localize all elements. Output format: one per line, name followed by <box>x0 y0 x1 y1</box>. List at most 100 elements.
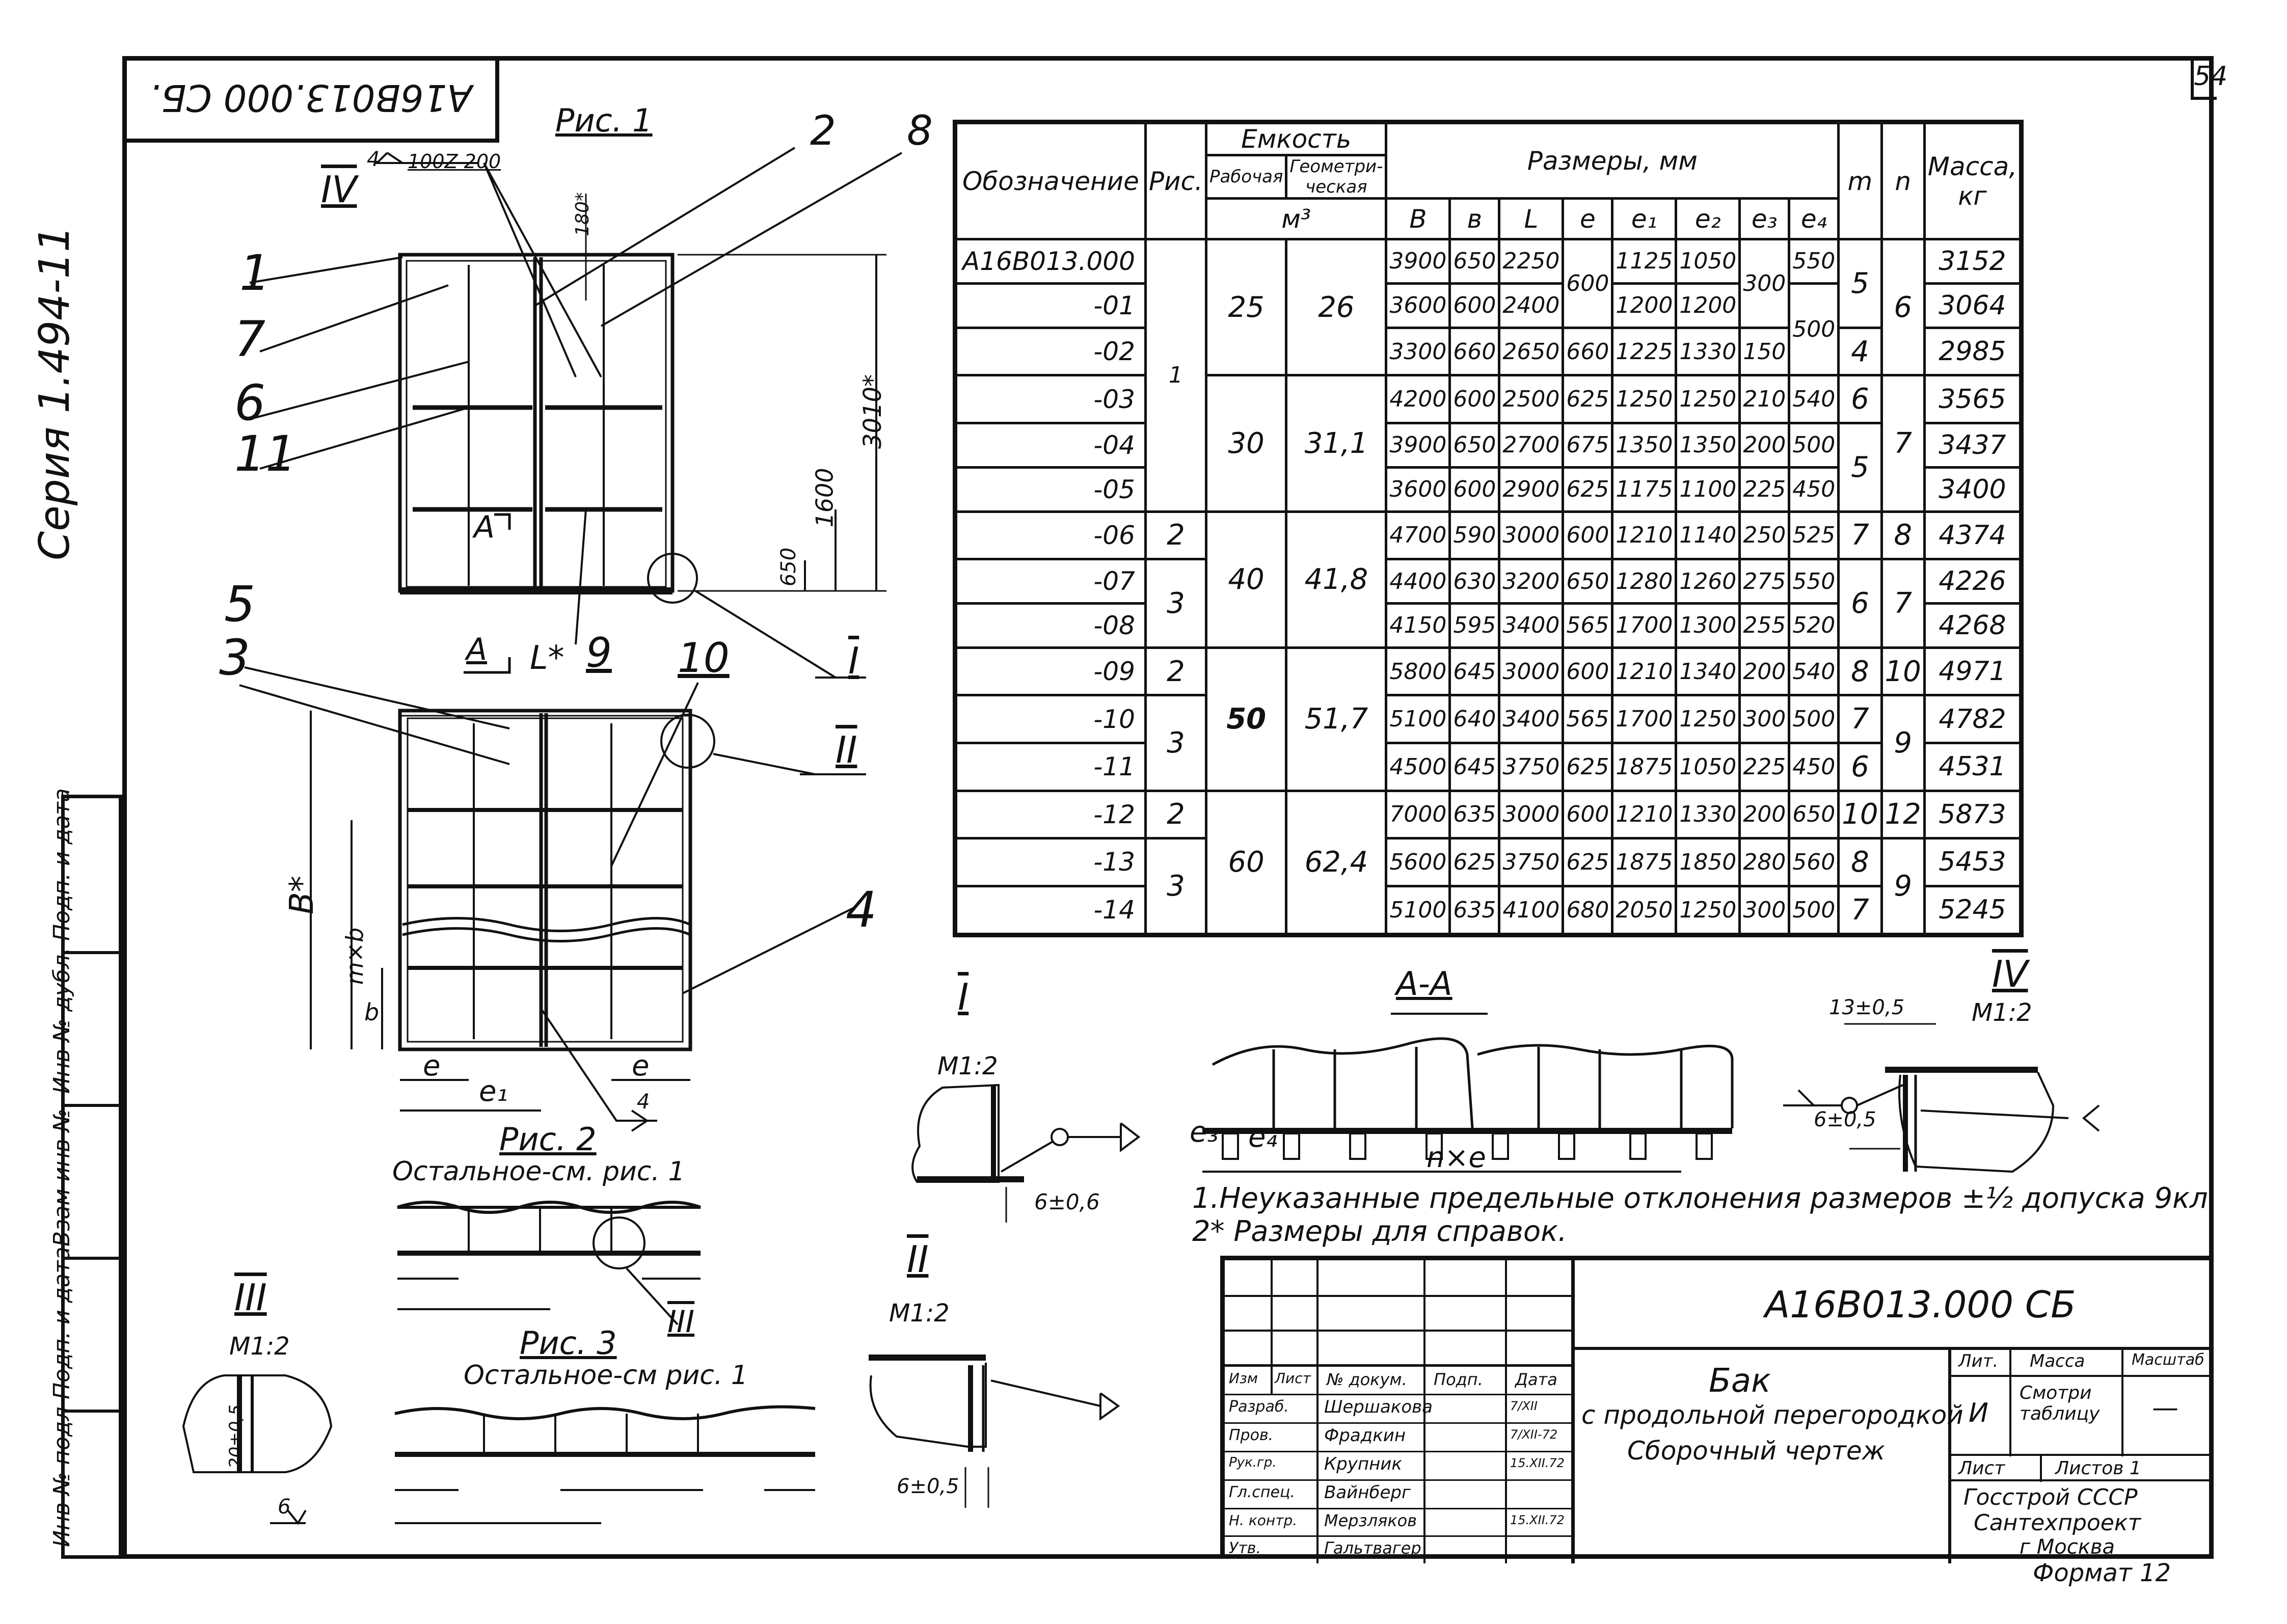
sheet-label: Лист <box>1958 1458 2005 1479</box>
th-working: Рабочая <box>1204 154 1288 200</box>
table-row: -08 4150 595 3400 565 1700 1300 255 520 … <box>954 602 2023 649</box>
sidebar-cell: Инв № подл <box>49 1406 119 1557</box>
th-unit: м³ <box>1204 197 1388 240</box>
spec-table: Обозначение Рис. Емкость Размеры, мм m n… <box>953 120 2024 937</box>
detail-III-title: III <box>234 1276 267 1319</box>
fig1-plan-view <box>239 666 866 1132</box>
dim-L: L* <box>530 639 564 677</box>
title-block: А16В013.000 СБ Бак с продольной перегоро… <box>1220 1256 2214 1563</box>
dim-e1: e₁ <box>479 1075 508 1108</box>
dim-3010: 3010* <box>858 374 887 449</box>
dim-650: 650 <box>777 547 801 587</box>
sidebar-cell: Подп. и дата <box>49 1247 119 1410</box>
detail-II-drawing <box>869 1355 1120 1508</box>
th-n: n <box>1880 121 1926 240</box>
callout-8: 8 <box>907 107 933 154</box>
th-b: в <box>1448 197 1501 240</box>
weld-spec: 100Z 200 <box>408 150 501 173</box>
detail-II-title: II <box>907 1238 929 1281</box>
org-3: г Москва <box>2020 1535 2115 1559</box>
drawing-code: А16В013.000 СБ <box>1765 1283 2076 1326</box>
dim-B: B* <box>283 876 321 914</box>
th-B: В <box>1385 197 1451 240</box>
org-1: Госстрой СССР <box>1963 1484 2138 1510</box>
callout-10: 10 <box>678 634 730 682</box>
fig2-subtitle: Остальное-см. рис. 1 <box>392 1156 685 1187</box>
detail-I-drawing <box>911 1084 1141 1223</box>
table-row: -12 2 60 62,4 7000 635 3000 600 1210 133… <box>954 789 2023 937</box>
dim-6: 6 <box>278 1495 291 1519</box>
drawing-name-3: Сборочный чертеж <box>1627 1436 1885 1466</box>
fig1-title: Рис. 1 <box>555 102 653 139</box>
stamp-box: А16В013.000 СБ. <box>122 56 499 143</box>
dim-13: 13±0,5 <box>1829 996 1905 1019</box>
table-row: -04 3900 650 2700 675 1350 1350 200 500 … <box>954 421 2023 513</box>
detail-IV-title: IV <box>1992 953 2028 995</box>
table-row: -05 3600 600 2900 625 1175 1100 225 450 … <box>954 466 2023 513</box>
fig3-view <box>394 1405 816 1524</box>
th-designation: Обозначение <box>954 121 1147 240</box>
mass-header: Масса <box>2030 1351 2085 1371</box>
detail-IV-drawing <box>1783 1023 2100 1173</box>
table-row: -01 3600 600 2400 1200 1200 500 3064 <box>954 282 2023 377</box>
callout-4: 4 <box>846 881 877 938</box>
dim-mxb: m×b <box>341 927 369 985</box>
mass-value: Смотри таблицу <box>2020 1383 2100 1424</box>
sidebar-stamp: Подп. и дата Инв № дубл. Взам инв № Подп… <box>49 788 122 1559</box>
dim-b: b <box>364 998 380 1026</box>
th-m: m <box>1837 121 1883 240</box>
callout-2: 2 <box>810 107 836 154</box>
table-row: А16В013.000 1 25 26 3900 650 2250 600 11… <box>954 237 2023 513</box>
table-row: -11 4500 645 3750 625 1875 1050 225 450 … <box>954 741 2023 792</box>
dim-nxe: n×e <box>1427 1141 1486 1174</box>
lit-value: И <box>1969 1398 1988 1428</box>
detail-I-title: I <box>958 976 969 1018</box>
detail-IV-scale: М1:2 <box>1972 998 2032 1027</box>
callout-1: 1 <box>239 245 271 302</box>
weld-4-plan: 4 <box>637 1090 650 1114</box>
weld-symbol-4: 4 <box>367 148 380 171</box>
th-mass: Масса, кг <box>1923 121 2023 240</box>
th-e: e <box>1562 197 1614 240</box>
fig3-title: Рис. 3 <box>520 1324 617 1362</box>
section-AA-drawing <box>1202 1013 1734 1173</box>
sidebar-cell: Инв № дубл. <box>49 948 119 1104</box>
view-IV-marker: IV <box>321 168 357 211</box>
ring-II-label: II <box>836 728 857 771</box>
th-capacity: Емкость <box>1204 121 1388 156</box>
drawing-name-2: с продольной перегородкой <box>1581 1400 1963 1430</box>
table-row: -03 30 31,1 4200 600 2500 625 1250 1250 … <box>954 374 2023 513</box>
fig1-front-view <box>249 147 902 679</box>
th-e1: e₁ <box>1611 197 1678 240</box>
dim-6-06: 6±0,6 <box>1034 1189 1100 1214</box>
callout-5: 5 <box>224 576 256 633</box>
dim-e: e <box>423 1049 441 1082</box>
th-e3: e₃ <box>1738 197 1791 240</box>
section-A-marker-2: A <box>466 632 488 667</box>
detail-III-scale: М1:2 <box>229 1332 290 1361</box>
callout-9: 9 <box>586 629 612 676</box>
fig2-view <box>397 1201 702 1325</box>
fig2-title: Рис. 2 <box>499 1121 597 1158</box>
detail-II-scale: М1:2 <box>889 1299 950 1328</box>
ring-III-label: III <box>667 1304 695 1340</box>
table-row: -13 3 5600 625 3750 625 1875 1850 280 56… <box>954 837 2023 936</box>
ring-I-label: I <box>848 639 859 682</box>
callout-3: 3 <box>219 629 251 686</box>
dim-180: 180* <box>572 192 593 236</box>
drawing-name-1: Бак <box>1709 1362 1771 1400</box>
detail-I-scale: М1:2 <box>937 1052 998 1080</box>
callout-11: 11 <box>234 425 297 482</box>
table-row: -09 2 50 51,7 5800 645 3000 600 1210 134… <box>954 646 2023 792</box>
dim-e3: e₃ <box>1190 1116 1219 1149</box>
callout-7: 7 <box>234 311 266 368</box>
th-L: L <box>1498 197 1565 240</box>
dim-6-05: 6±0,5 <box>1814 1108 1876 1131</box>
th-geometric: Геометри-ческая <box>1285 154 1388 200</box>
dim-1600: 1600 <box>811 468 839 528</box>
th-e4: e₄ <box>1788 197 1840 240</box>
table-row: -02 3300 660 2650 660 1225 1330 150 4 29… <box>954 326 2023 377</box>
table-row: -14 5100 635 4100 680 2050 1250 300 500 … <box>954 884 2023 937</box>
lit-header: Лит. <box>1958 1351 1999 1371</box>
